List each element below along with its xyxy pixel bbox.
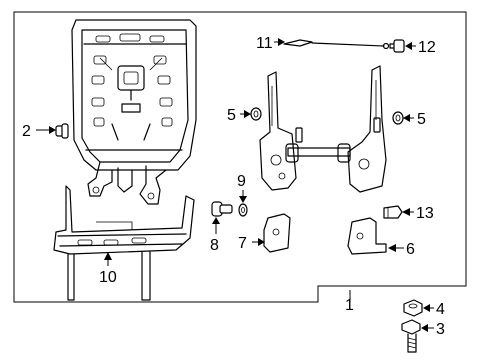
cross-shaft bbox=[285, 143, 351, 163]
bracket-right bbox=[347, 217, 387, 255]
seat-back-frame bbox=[71, 19, 197, 205]
bolt-center bbox=[211, 201, 233, 217]
callout-12: 12 bbox=[418, 39, 436, 56]
callout-9: 9 bbox=[237, 173, 246, 190]
bolt-lower bbox=[401, 319, 421, 353]
callout-3: 3 bbox=[436, 321, 445, 338]
connector bbox=[383, 205, 403, 219]
clip bbox=[389, 39, 405, 53]
callout-13: 13 bbox=[416, 205, 434, 222]
callout-10: 10 bbox=[99, 269, 117, 286]
assembly-boundary bbox=[13, 11, 467, 303]
nut bbox=[403, 299, 423, 317]
recliner-mechanism-left bbox=[259, 71, 303, 191]
callout-4: 4 bbox=[436, 301, 445, 318]
bushing-left bbox=[250, 107, 262, 121]
callout-5-right: 5 bbox=[417, 111, 426, 128]
callout-7: 7 bbox=[238, 235, 247, 252]
callout-8: 8 bbox=[210, 237, 219, 254]
callout-5-left: 5 bbox=[227, 107, 236, 124]
callout-1: 1 bbox=[345, 297, 354, 314]
callout-6: 6 bbox=[406, 241, 415, 258]
recliner-mechanism-right bbox=[347, 65, 387, 193]
release-cable bbox=[283, 39, 390, 50]
bushing-right bbox=[392, 111, 404, 125]
bolt-left bbox=[55, 123, 69, 139]
seat-cushion-frame bbox=[53, 185, 195, 301]
callout-2: 2 bbox=[22, 123, 31, 140]
bracket-left bbox=[263, 213, 291, 253]
washer bbox=[238, 203, 248, 217]
callout-11: 11 bbox=[256, 35, 273, 52]
